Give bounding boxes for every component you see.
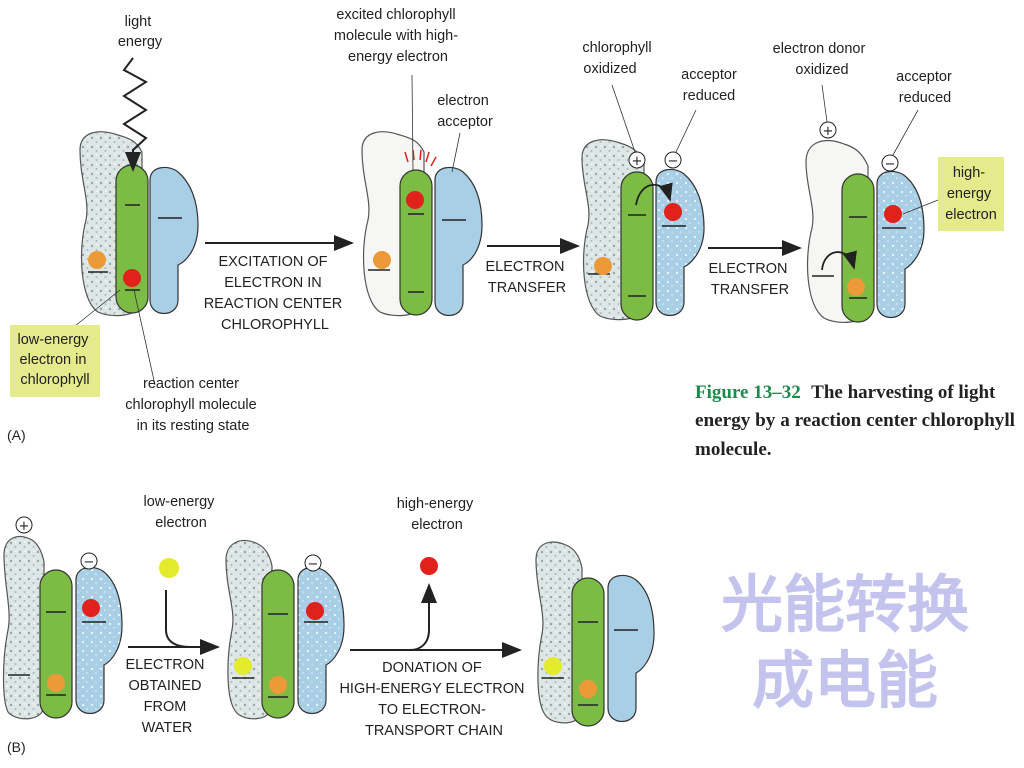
panel-b: + − low-energy electron ELECTRON OBTAINE… [2,494,655,755]
chinese-title-line-1: 光能转换 [721,568,969,641]
figure-caption: Figure 13–32 The harvesting of light ene… [695,382,1015,460]
panel-b-letter: (B) [7,739,26,755]
excitation-step-label: EXCITATION OF ELECTRON IN REACTION CENTE… [204,254,347,333]
acceptor-protein [149,166,199,315]
chinese-title: 光能转换 成电能 [721,568,969,717]
orange-electron [373,251,391,269]
minus-sign-icon [80,552,98,570]
minus-sign: − [668,154,679,169]
acceptor-protein [876,170,925,319]
light-zigzag-icon [122,57,148,172]
from-water-step-label: ELECTRON OBTAINED FROM WATER [126,657,209,736]
chlorophyll-oxidized-label: chlorophyll oxidized [582,40,655,77]
low-energy-box [10,325,100,397]
acceptor-reduced-label-2: acceptor reduced [896,69,956,106]
minus-sign: − [84,555,95,570]
acceptor-protein [75,566,123,715]
complex-b2 [225,539,345,720]
complex-b1 [2,516,123,720]
red-electron [306,602,324,620]
orange-electron [47,674,65,692]
orange-electron [847,278,865,296]
minus-sign: − [885,157,896,172]
plus-sign: + [632,154,643,169]
plus-sign-icon [15,516,33,534]
complex-a2-excited [361,74,483,317]
chinese-title-line-2: 成电能 [752,644,938,717]
light-energy-label: light energy [118,14,163,50]
yellow-electron [234,657,252,675]
orange-electron [579,680,597,698]
plus-sign-icon [819,121,837,139]
red-electron [664,203,682,221]
minus-sign-icon [664,151,682,169]
caption-line-3: molecule. [695,439,772,460]
red-electron [406,191,424,209]
donor-oxidized-label: electron donor oxidized [773,41,870,78]
chlorophyll-bar [115,164,149,314]
low-energy-label: low-energy electron [144,494,219,531]
excitation-rays-icon [404,149,437,167]
plus-sign: + [19,519,30,534]
caption-line-1: Figure 13–32 The harvesting of light [695,382,996,403]
complex-a3-oxidized [581,84,705,321]
excited-chlorophyll-label: excited chlorophyll molecule with high- … [334,7,462,65]
plus-sign: + [823,124,834,139]
red-electron [420,557,438,575]
low-energy-box-text: low-energy electron in chlorophyll [18,332,93,388]
red-electron [82,599,100,617]
minus-sign-icon [304,554,322,572]
caption-line-2: energy by a reaction center chlorophyll [695,410,1015,431]
acceptor-protein [297,566,345,715]
acceptor-protein [655,168,705,317]
step-arrow [165,590,220,655]
high-energy-box-text: high- energy electron [945,165,997,223]
minus-sign: − [308,557,319,572]
orange-electron [269,676,287,694]
chlorophyll-bar [841,173,875,323]
transfer-arrow-icon [821,250,857,271]
transfer-step-label-2: ELECTRON TRANSFER [709,261,792,298]
electron-acceptor-label: electron acceptor [437,93,493,130]
acceptor-protein [434,166,483,317]
yellow-electron [544,657,562,675]
orange-electron [594,257,612,275]
donation-step-label: DONATION OF HIGH-ENERGY ELECTRON TO ELEC… [339,660,528,739]
complex-a1-resting [69,57,199,386]
donor-protein [225,539,273,720]
red-electron [123,269,141,287]
acceptor-protein [607,574,655,723]
complex-b3 [535,541,655,727]
high-energy-box [938,157,1004,231]
chlorophyll-bar [39,569,73,719]
resting-state-label: reaction center chlorophyll molecule in … [125,376,260,434]
minus-sign-icon [881,154,899,172]
red-electron [884,205,902,223]
transfer-arrow-icon [635,182,673,206]
chlorophyll-bar [620,171,654,321]
donor-protein [2,535,45,720]
transfer-step-label-1: ELECTRON TRANSFER [486,259,569,296]
figure-number: Figure 13–32 [695,382,801,403]
step-arrow [350,583,437,651]
chlorophyll-bar [571,577,605,727]
high-energy-label: high-energy electron [397,496,478,533]
complex-a4-donor-oxidized [805,84,939,323]
caption-title: The harvesting of light [811,382,996,403]
yellow-electron [159,558,179,578]
plus-sign-icon [628,151,646,169]
acceptor-reduced-label-1: acceptor reduced [681,67,741,104]
panel-a-letter: (A) [7,427,26,443]
orange-electron [88,251,106,269]
chlorophyll-bar [261,569,295,719]
chlorophyll-bar [399,169,433,316]
panel-a: light energy low-energy electron in chlo… [7,7,1004,443]
